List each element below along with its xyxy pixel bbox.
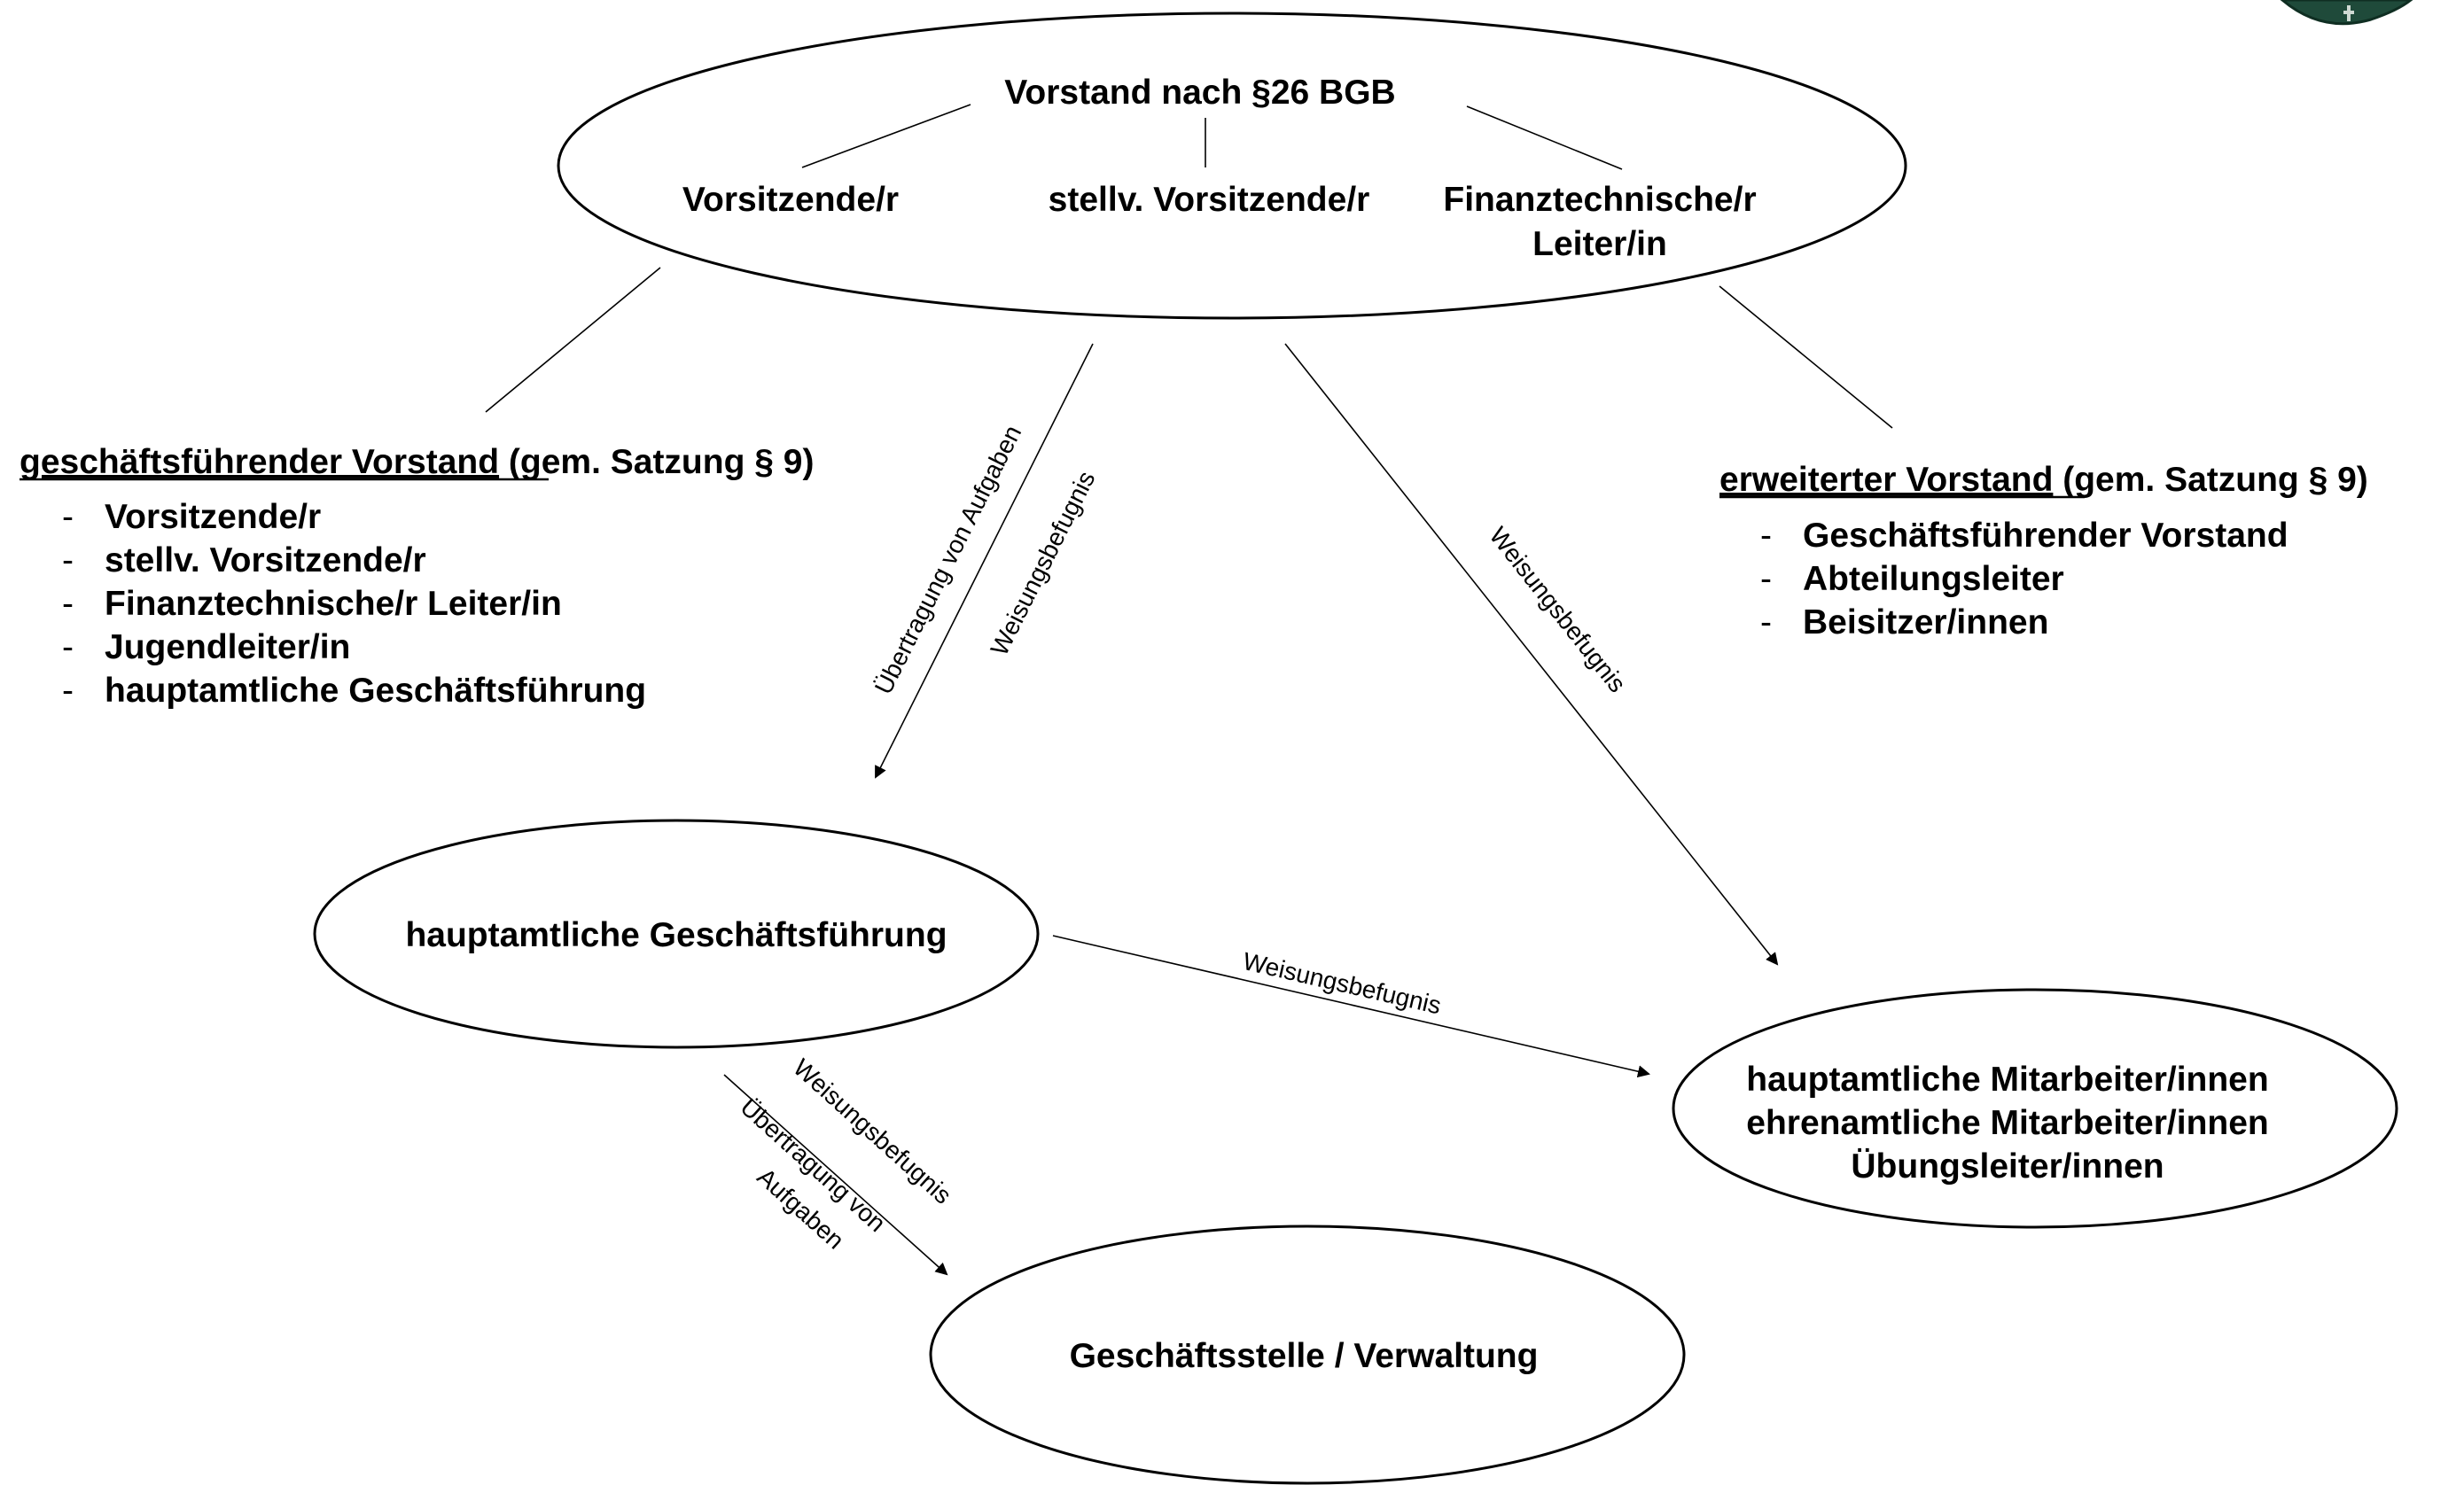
left-group-heading-suffix: (gem. Satzung § 9) bbox=[499, 443, 814, 481]
left-group-item: Vorsitzende/r bbox=[105, 498, 321, 536]
board-role-finance-line2: Leiter/in bbox=[1532, 225, 1667, 263]
board-role-finance-line1: Finanztechnische/r bbox=[1443, 181, 1756, 219]
right-group-heading: erweiterter Vorstand bbox=[1719, 461, 2053, 499]
list-bullet: - bbox=[1760, 517, 1772, 555]
list-bullet: - bbox=[1760, 560, 1772, 598]
right-group-heading-suffix: (gem. Satzung § 9) bbox=[2053, 461, 2367, 499]
arrow-board-to-staff bbox=[1284, 343, 1779, 966]
left-group-heading-row: geschäftsführender Vorstand (gem. Satzun… bbox=[19, 443, 814, 481]
arrow-management-to-office bbox=[723, 1074, 948, 1276]
staff-ellipse bbox=[1672, 988, 2398, 1229]
right-group-item: Beisitzer/innen bbox=[1803, 603, 2048, 641]
label-management-to-staff-authority: Weisungsbefugnis bbox=[1240, 947, 1443, 1020]
board-role-chair: Vorsitzende/r bbox=[682, 181, 899, 219]
left-group-item: hauptamtliche Geschäftsführung bbox=[105, 672, 646, 710]
staff-line: Übungsleiter/innen bbox=[1851, 1147, 2164, 1186]
right-group-item: Geschäftsführender Vorstand bbox=[1803, 517, 2289, 555]
left-group-item: Jugendleiter/in bbox=[105, 628, 350, 666]
left-group-item: Finanztechnische/r Leiter/in bbox=[105, 585, 562, 623]
list-bullet: - bbox=[62, 498, 74, 536]
right-group-heading-row: erweiterter Vorstand (gem. Satzung § 9) bbox=[1719, 461, 2368, 499]
staff-line: ehrenamtliche Mitarbeiter/innen bbox=[1746, 1104, 2268, 1142]
board-connector-right bbox=[1466, 105, 1623, 170]
arrow-management-to-staff bbox=[1052, 935, 1650, 1078]
board-role-vice-chair: stellv. Vorsitzende/r bbox=[1049, 181, 1370, 219]
label-board-to-management-authority: Weisungsbefugnis bbox=[986, 467, 1101, 660]
list-bullet: - bbox=[62, 541, 74, 579]
left-group-item: stellv. Vorsitzende/r bbox=[105, 541, 426, 579]
left-group-heading: geschäftsführender Vorstand bbox=[19, 443, 499, 481]
management-ellipse bbox=[313, 819, 1040, 1049]
connector-to-left-group bbox=[485, 267, 661, 413]
board-connector-left bbox=[801, 104, 971, 168]
right-group-list: - Geschäftsführender Vorstand - Abteilun… bbox=[1760, 517, 2289, 641]
staff-line: hauptamtliche Mitarbeiter/innen bbox=[1746, 1061, 2268, 1099]
list-bullet: - bbox=[62, 585, 74, 623]
left-group-list: - Vorsitzende/r - stellv. Vorsitzende/r … bbox=[62, 498, 646, 710]
arrow-board-to-management bbox=[875, 343, 1094, 779]
office-label: Geschäftsstelle / Verwaltung bbox=[1070, 1337, 1539, 1375]
board-ellipse bbox=[557, 12, 1907, 320]
connector-to-right-group bbox=[1719, 285, 1893, 429]
board-title: Vorstand nach §26 BGB bbox=[1004, 74, 1395, 112]
list-bullet: - bbox=[62, 628, 74, 666]
logo bbox=[2280, 0, 2413, 26]
right-group-item: Abteilungsleiter bbox=[1803, 560, 2064, 598]
label-board-to-staff-authority: Weisungsbefugnis bbox=[1484, 522, 1631, 697]
list-bullet: - bbox=[1760, 603, 1772, 641]
list-bullet: - bbox=[62, 672, 74, 710]
label-management-to-office-authority: Weisungsbefugnis bbox=[788, 1053, 956, 1209]
office-ellipse bbox=[929, 1225, 1686, 1485]
management-label: hauptamtliche Geschäftsführung bbox=[405, 916, 947, 954]
